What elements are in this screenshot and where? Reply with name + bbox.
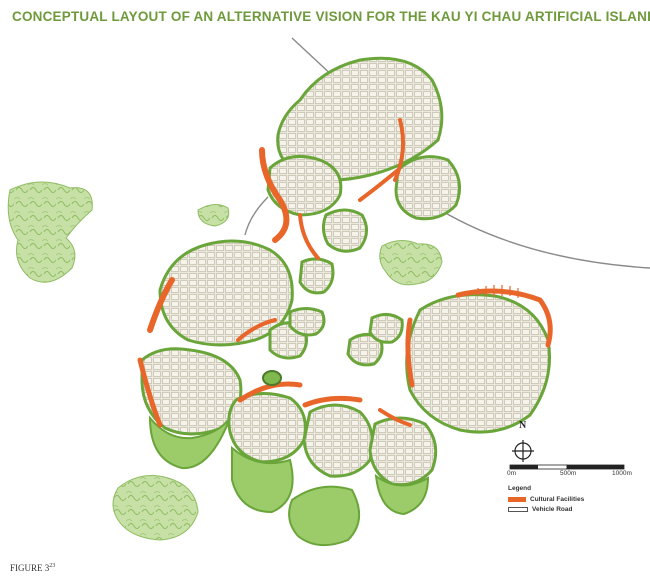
figure-superscript: 23	[49, 563, 56, 569]
piers	[477, 285, 519, 298]
legend-label-road: Vehicle Road	[532, 506, 573, 513]
west-islet	[197, 204, 230, 227]
central-lobe-1	[321, 208, 368, 253]
park-south-1	[231, 445, 294, 514]
central-ring-2	[288, 307, 326, 337]
artificial-islands	[140, 56, 552, 487]
figure-label: FIGURE 323	[10, 563, 55, 573]
cultural-swatch	[508, 497, 526, 502]
road-swatch	[508, 507, 528, 512]
scale-tick-500: 500m	[560, 470, 577, 477]
map-title: CONCEPTUAL LAYOUT OF AN ALTERNATIVE VISI…	[12, 9, 650, 24]
figure-label-text: FIGURE 3	[10, 563, 50, 573]
compass-icon	[512, 440, 534, 462]
east-big-island	[405, 293, 552, 434]
west-big-island	[158, 239, 294, 347]
scale-bar	[509, 464, 625, 470]
park-south-2	[288, 485, 360, 547]
north-east-lobe	[394, 155, 462, 221]
southwest-island	[112, 475, 199, 541]
scale-tick-1000: 1000m	[612, 470, 632, 477]
legend-title: Legend	[508, 485, 532, 492]
scale-tick-0: 0m	[507, 470, 517, 477]
legend-label-cultural: Cultural Facilities	[530, 496, 585, 503]
east-island	[379, 240, 443, 286]
cultural-facilities	[137, 118, 553, 428]
west-island	[7, 181, 93, 283]
vehicle-roads	[244, 37, 650, 269]
legend-item-cultural: Cultural Facilities	[508, 496, 584, 503]
park-south-3	[374, 473, 430, 516]
legend-item-road: Vehicle Road	[508, 506, 572, 513]
existing-islands	[7, 181, 443, 541]
central-ring-3	[346, 333, 384, 367]
central-lobe-2	[298, 257, 335, 295]
park-southwest	[148, 415, 231, 470]
north-mid-lobe	[266, 154, 343, 217]
park-areas	[148, 415, 430, 547]
central-ring-4	[368, 313, 404, 344]
south-lobe-1	[227, 392, 307, 464]
south-lobe-3	[368, 416, 438, 487]
south-lobe-2	[302, 403, 374, 478]
stadium	[262, 370, 282, 386]
compass-north-label: N	[519, 420, 527, 431]
